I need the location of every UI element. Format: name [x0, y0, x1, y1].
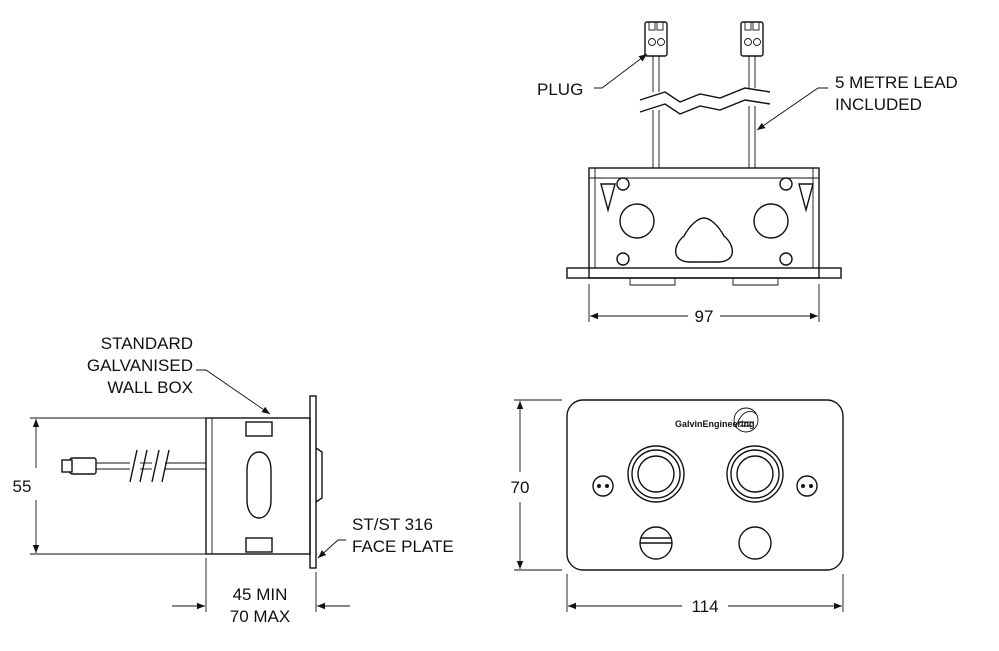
indicator-plain [738, 526, 772, 560]
front-view-face-plate [514, 399, 844, 612]
dimension-114 [566, 574, 844, 612]
dimension-114-text: 114 [691, 597, 718, 616]
box-body [566, 167, 842, 286]
faceplate-label-line2: FACE PLATE [352, 537, 454, 556]
push-button-right [726, 445, 784, 503]
side-view [30, 369, 350, 612]
dimension-70 [514, 399, 562, 571]
faceplate-label-line1: ST/ST 316 [352, 515, 433, 534]
lead-leader [756, 87, 828, 131]
dimension-depth-line2: 70 MAX [230, 607, 290, 626]
screw-right [796, 475, 818, 497]
dimension-depth-line1: 45 MIN [233, 585, 288, 604]
indicator-slotted [639, 526, 673, 560]
dimension-55-text: 55 [13, 477, 32, 496]
side-plug [61, 449, 206, 483]
dimension-97-text: 97 [695, 307, 714, 326]
dimension-55 [30, 417, 206, 555]
plug-right [740, 21, 764, 57]
lead-label-line2: INCLUDED [835, 95, 922, 114]
plug-label: PLUG [537, 80, 583, 99]
dimension-depth [172, 558, 350, 612]
screw-left [592, 475, 614, 497]
dimension-70-text: 70 [511, 478, 530, 497]
dimension-97 [588, 284, 820, 322]
wallbox-label-line2: GALVANISED [87, 356, 193, 375]
wallbox-label-line3: WALL BOX [107, 378, 193, 397]
push-button-left [627, 445, 685, 503]
leads [639, 56, 771, 168]
wallbox-label-line1: STANDARD [101, 334, 193, 353]
lead-label-line1: 5 METRE LEAD [835, 73, 958, 92]
plug-left [644, 21, 668, 57]
plug-leader [594, 53, 648, 89]
top-view-wall-box [566, 21, 842, 322]
logo-text: GalvinEngineering [675, 419, 755, 429]
logo-icon [733, 407, 759, 433]
